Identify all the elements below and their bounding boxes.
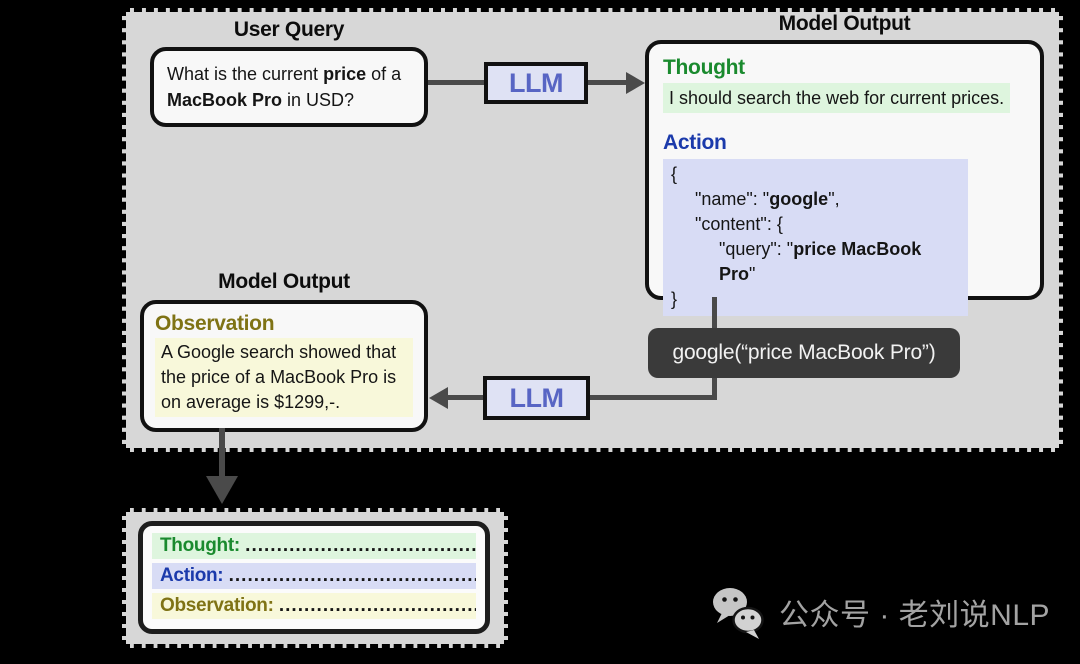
react-template-container: Thought: ...............................… [122, 508, 508, 648]
code-line: "name": "google", [695, 189, 840, 209]
model-output-top-box: Thought I should search the web for curr… [645, 40, 1044, 316]
connector-observation-down [219, 428, 225, 478]
action-json-block: { "name": "google", "content": { "query"… [663, 159, 968, 316]
thought-text: I should search the web for current pric… [663, 83, 1011, 113]
wechat-icon [713, 588, 764, 639]
user-query-title: User Query [233, 18, 345, 41]
arrowhead-down-icon [206, 476, 238, 504]
user-query-box: What is the current price of a MacBook P… [150, 47, 428, 127]
user-query-text-bold: price [323, 64, 367, 84]
template-row-action: Action: ................................… [152, 563, 476, 589]
arrowhead-right-icon [626, 72, 645, 94]
model-output-left-title: Model Output [218, 270, 350, 293]
code-line: "content": { [695, 214, 783, 234]
llm-box-top: LLM [484, 62, 588, 104]
user-query-text-part: of a [366, 64, 402, 84]
template-action-label: Action: [160, 565, 224, 586]
model-output-top-title: Model Output [778, 12, 911, 35]
action-label: Action [663, 131, 727, 154]
connector-query-to-llm [428, 80, 484, 85]
template-observation-label: Observation: [160, 595, 274, 616]
tool-call-box: google(“price MacBook Pro”) [648, 328, 960, 378]
user-query-text-part: in USD? [282, 90, 355, 110]
react-template-box: Thought: ...............................… [138, 521, 490, 634]
connector-tool-to-llm [588, 395, 717, 400]
template-row-thought: Thought: ...............................… [152, 533, 476, 559]
llm-label: LLM [509, 67, 563, 98]
code-line: { [671, 164, 678, 184]
watermark-text: 公众号 · 老刘说NLP [779, 599, 1051, 632]
observation-label: Observation [155, 312, 275, 335]
thought-label: Thought [663, 56, 745, 79]
dotted-placeholder: ...................................... [278, 595, 476, 616]
model-output-left-box: Observation A Google search showed that … [140, 300, 428, 432]
observation-text: A Google search showed that the price of… [155, 338, 413, 417]
user-query-text-part: What is the current [167, 64, 324, 84]
connector-llm-to-output [588, 80, 628, 85]
tool-call-text: google(“price MacBook Pro”) [672, 341, 936, 364]
code-line: } [671, 289, 678, 309]
user-query-text-bold: MacBook Pro [167, 90, 283, 110]
react-loop-container: User Query What is the current price of … [122, 8, 1063, 452]
arrowhead-left-icon [429, 387, 448, 409]
dotted-placeholder: ........................................… [245, 535, 476, 556]
llm-box-bottom: LLM [483, 376, 590, 420]
template-thought-label: Thought: [160, 535, 240, 556]
llm-label: LLM [509, 382, 564, 413]
connector-llm-to-observation [448, 395, 483, 400]
user-query-text: What is the current price of a MacBook P… [154, 51, 424, 123]
dotted-placeholder: ........................................… [228, 565, 476, 586]
template-row-observation: Observation: ...........................… [152, 593, 476, 619]
watermark: 公众号 · 老刘说NLP [708, 582, 1050, 642]
code-line: "query": "price MacBook Pro" [719, 239, 922, 284]
